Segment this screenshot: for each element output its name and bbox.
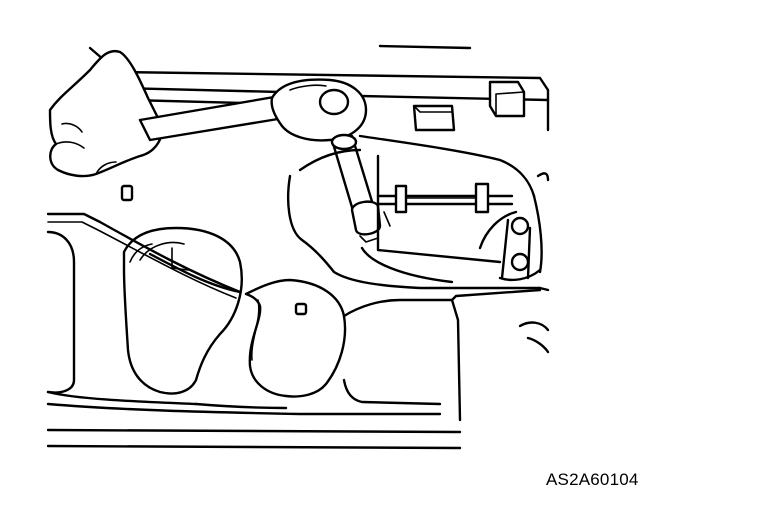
center-recess	[287, 134, 550, 292]
hand-icon	[48, 49, 163, 178]
upper-blocks	[412, 80, 526, 132]
ratchet-wrench-icon	[138, 78, 368, 142]
socket-extension-icon	[330, 133, 391, 243]
panel-outline-icon	[46, 212, 550, 450]
small-tabs	[120, 184, 308, 316]
lever-arm	[478, 194, 543, 282]
figure-code: AS2A60104	[546, 470, 639, 489]
linkage-rod	[376, 182, 514, 214]
